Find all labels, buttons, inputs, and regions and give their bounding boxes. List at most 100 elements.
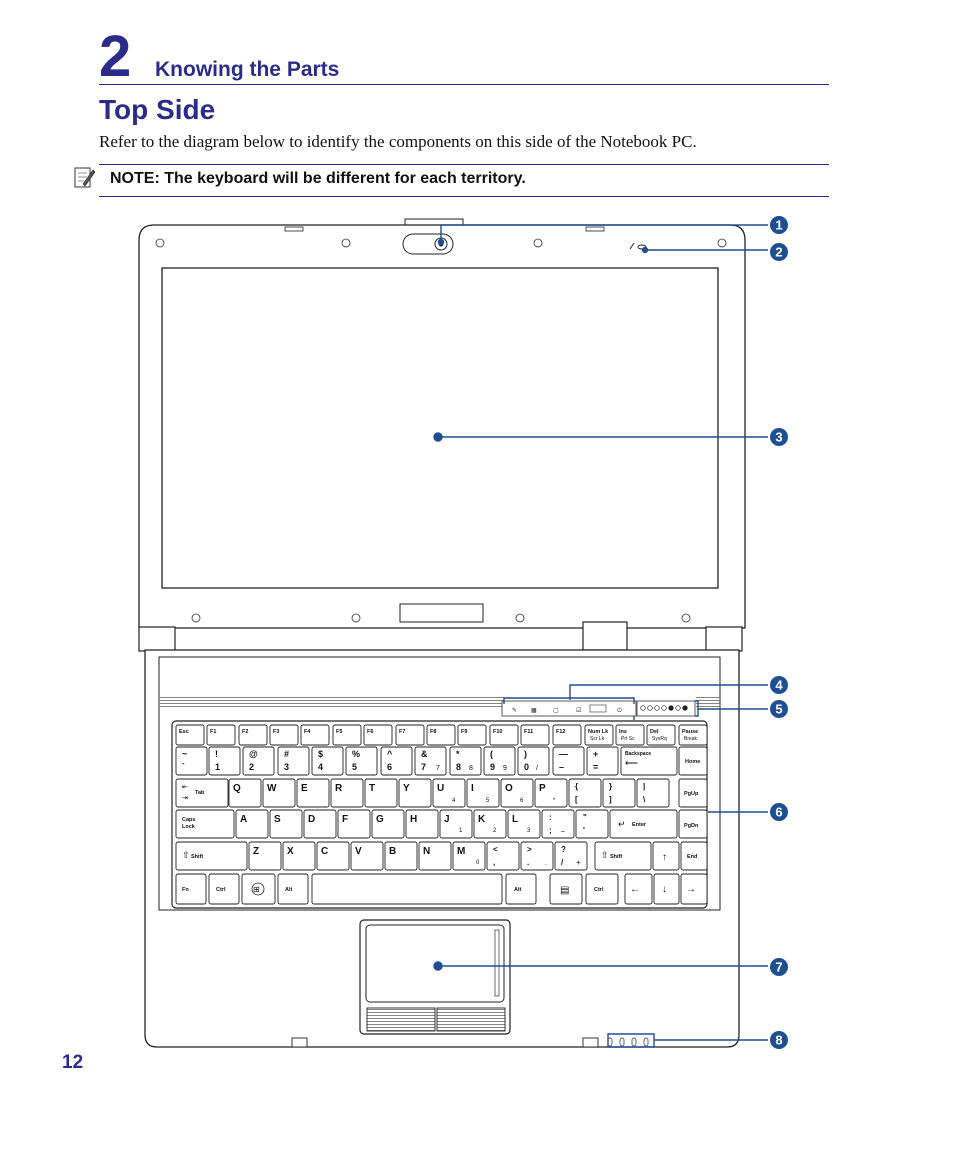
key-label: ↵ bbox=[618, 819, 626, 829]
key-label: Shift bbox=[191, 854, 203, 860]
key-label: ' bbox=[583, 826, 585, 835]
callout-number: 7 bbox=[775, 960, 782, 975]
key-label: / bbox=[561, 858, 564, 867]
key-label: 2 bbox=[493, 828, 497, 834]
key-symbol bbox=[568, 778, 602, 808]
key-fn-row bbox=[206, 724, 236, 746]
key-label: ( bbox=[490, 749, 493, 759]
key-label: U bbox=[437, 783, 444, 794]
key-label: ↓ bbox=[662, 884, 667, 895]
key-number-row bbox=[414, 746, 447, 776]
key-label: 3 bbox=[284, 762, 289, 772]
svg-text:☑: ☑ bbox=[576, 707, 581, 714]
callout-number: 8 bbox=[775, 1033, 782, 1048]
key-label: \ bbox=[643, 795, 646, 804]
key-label: R bbox=[335, 783, 343, 794]
menu-key-icon: ▤ bbox=[560, 885, 569, 896]
key-label: End bbox=[687, 854, 697, 860]
callout-badge bbox=[770, 676, 788, 694]
key-label: T bbox=[369, 783, 375, 794]
key-label: 4 bbox=[318, 762, 323, 772]
key-letter bbox=[371, 809, 405, 839]
key-arrow-up bbox=[652, 841, 680, 871]
svg-text:▦: ▦ bbox=[531, 708, 537, 714]
key-label: X bbox=[287, 846, 294, 857]
key-label: F8 bbox=[430, 729, 436, 735]
key-label: F bbox=[342, 814, 348, 825]
svg-text:✎: ✎ bbox=[512, 707, 517, 714]
key-symbol bbox=[520, 841, 554, 871]
key-label: F1 bbox=[210, 729, 216, 735]
key-label: F4 bbox=[304, 729, 311, 735]
key-number-row bbox=[552, 746, 585, 776]
key-label: = bbox=[593, 762, 598, 772]
key-label: $ bbox=[318, 749, 323, 759]
key-label: 9 bbox=[503, 765, 507, 772]
key-number-row bbox=[242, 746, 275, 776]
key-label: I bbox=[471, 783, 474, 794]
key-letter bbox=[418, 841, 452, 871]
key-label: Pause bbox=[682, 729, 698, 735]
key-arrow-down bbox=[653, 873, 680, 905]
callout-badge bbox=[770, 243, 788, 261]
key-label: Tab bbox=[195, 790, 205, 796]
key-quote bbox=[575, 809, 609, 839]
key-letter bbox=[262, 778, 296, 808]
key-label: % bbox=[352, 749, 360, 759]
key-fn-row bbox=[175, 724, 205, 746]
key-end bbox=[680, 841, 708, 871]
key-label: 7 bbox=[421, 762, 426, 772]
key-label: Shift bbox=[610, 854, 622, 860]
key-label: Del bbox=[650, 729, 659, 735]
callout-number: 1 bbox=[775, 218, 782, 233]
key-letter bbox=[432, 778, 466, 808]
key-label: 8 bbox=[456, 762, 461, 772]
key-right-ctrl bbox=[585, 873, 619, 905]
chapter-title: Knowing the Parts bbox=[155, 58, 340, 81]
key-label: ⇥ bbox=[182, 795, 188, 802]
touchpad-left-button bbox=[366, 1007, 436, 1032]
key-label: > bbox=[527, 845, 532, 854]
key-label: A bbox=[240, 814, 247, 825]
key-label: ; bbox=[549, 826, 552, 835]
callout-badge bbox=[770, 1031, 788, 1049]
touchpad-right-button bbox=[436, 1007, 506, 1032]
key-letter bbox=[452, 841, 486, 871]
key-label: / bbox=[536, 765, 538, 772]
key-number-row bbox=[483, 746, 516, 776]
key-symbol bbox=[486, 841, 520, 871]
key-letter bbox=[500, 778, 534, 808]
key-label: * bbox=[456, 749, 460, 759]
key-label: F9 bbox=[461, 729, 467, 735]
key-label: Q bbox=[233, 783, 241, 794]
key-label: – bbox=[561, 828, 565, 835]
key-label: 6 bbox=[387, 762, 392, 772]
key-letter bbox=[384, 841, 418, 871]
key-label: | bbox=[643, 782, 645, 791]
callout-badge bbox=[770, 803, 788, 821]
key-enter bbox=[609, 809, 678, 839]
key-label: F2 bbox=[242, 729, 248, 735]
key-letter bbox=[228, 778, 262, 808]
key-letter bbox=[439, 809, 473, 839]
key-label: 8 bbox=[469, 765, 473, 772]
note-rule-top bbox=[99, 164, 829, 165]
callout-number: 5 bbox=[775, 702, 782, 717]
key-label: G bbox=[376, 814, 384, 825]
key-label: 5 bbox=[486, 798, 490, 804]
key-label: – bbox=[559, 762, 564, 772]
key-letter bbox=[248, 841, 282, 871]
key-label: " bbox=[583, 813, 587, 822]
key-label: Y bbox=[403, 783, 410, 794]
key-letter bbox=[269, 809, 303, 839]
key-label: : bbox=[549, 813, 552, 822]
key-left-shift bbox=[175, 841, 248, 871]
callout-number: 3 bbox=[775, 430, 782, 445]
key-arrow-right bbox=[680, 873, 708, 905]
key-label: O bbox=[505, 783, 513, 794]
key-fn-row bbox=[238, 724, 268, 746]
key-label: PgDn bbox=[684, 823, 699, 829]
display-panel bbox=[161, 267, 719, 589]
key-label: + bbox=[576, 858, 581, 867]
key-letter bbox=[330, 778, 364, 808]
